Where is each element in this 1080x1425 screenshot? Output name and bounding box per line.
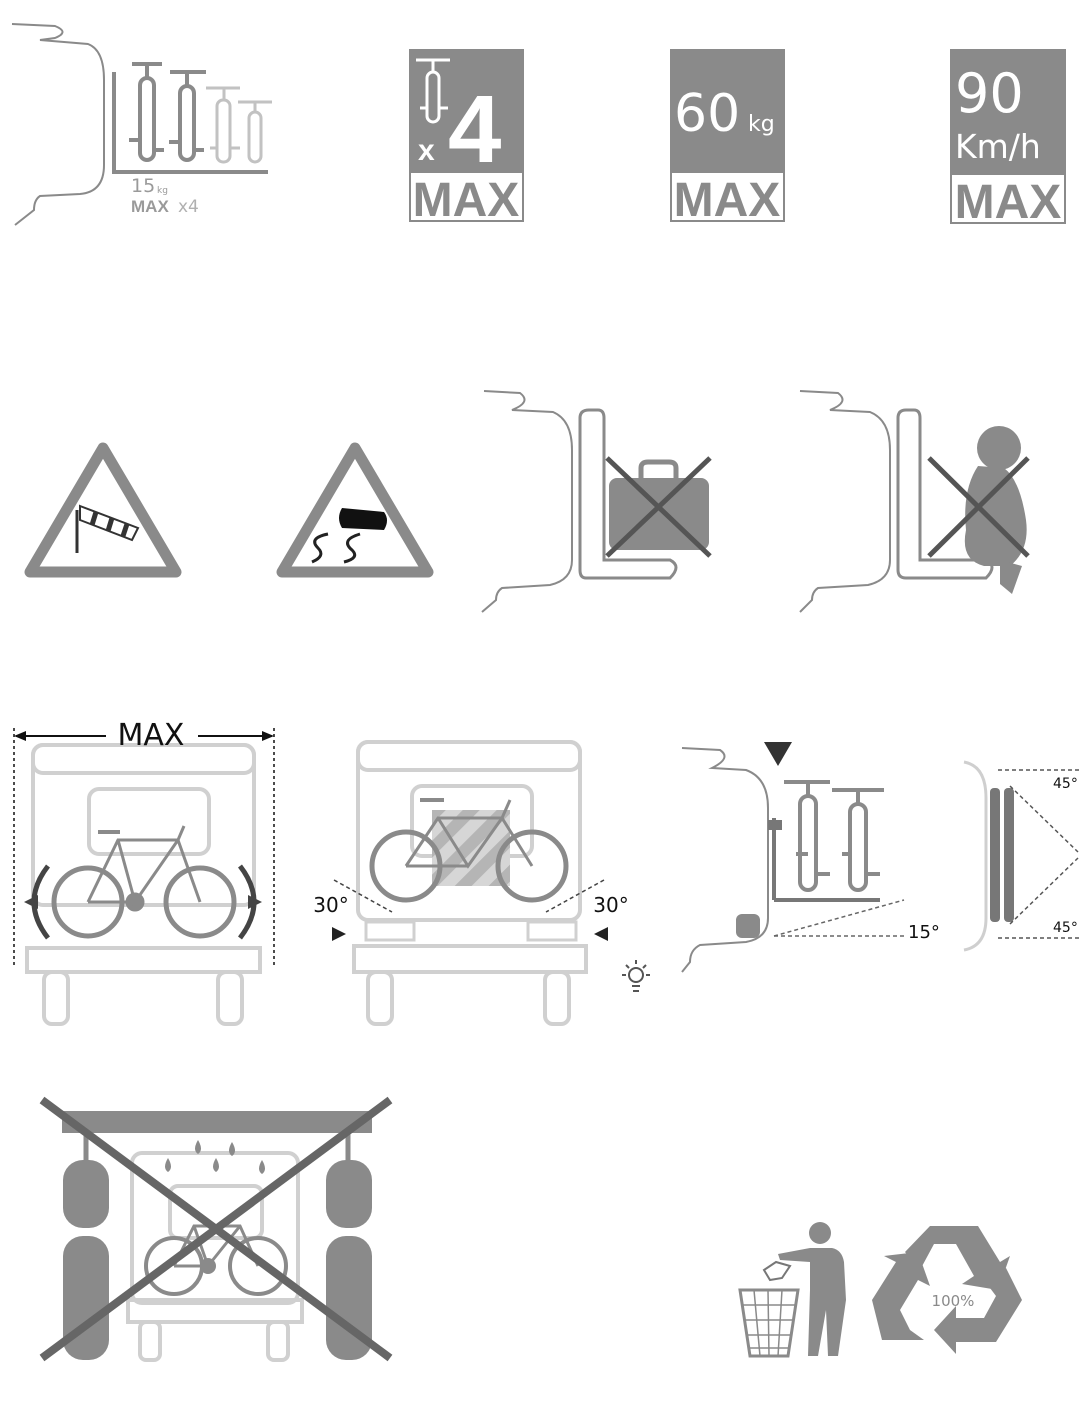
lightbulb-icon bbox=[622, 960, 650, 992]
per-bike-max-label: MAX bbox=[131, 197, 169, 216]
bikes-multiplier: x bbox=[418, 134, 435, 167]
max-speed-badge: 90 Km/h MAX bbox=[950, 49, 1066, 229]
bike-icon bbox=[832, 788, 884, 892]
bike-icon bbox=[784, 780, 830, 892]
bike-icon bbox=[369, 798, 569, 903]
fold-angle-bottom-label: 45° bbox=[1053, 920, 1078, 936]
max-bikes-badge: x 4 MAX bbox=[409, 49, 524, 227]
load-max-value: 60 bbox=[674, 84, 740, 144]
water-drops bbox=[165, 1140, 265, 1174]
no-child-icon bbox=[799, 390, 1030, 613]
angle-right-label: 30° bbox=[593, 893, 628, 917]
max-width-label: MAX bbox=[118, 718, 185, 753]
dispose-bin-icon bbox=[738, 1222, 846, 1358]
angle-left-label: 30° bbox=[313, 893, 348, 917]
slippery-road-warning-icon bbox=[276, 442, 434, 578]
fold-angle-top-label: 45° bbox=[1053, 776, 1078, 792]
lights-visibility-diagram: 30° 30° bbox=[313, 740, 650, 1026]
fold-angle-diagram: 45° 45° bbox=[963, 760, 1080, 952]
bike-icon bbox=[238, 100, 272, 164]
speed-max-value: 90 bbox=[955, 62, 1024, 125]
bike-icon bbox=[51, 825, 237, 939]
speed-max-unit: Km/h bbox=[955, 127, 1041, 166]
recycle-icon: 100% bbox=[872, 1226, 1022, 1354]
side-tilt-diagram: 15° bbox=[681, 742, 940, 973]
max-width-diagram: MAX bbox=[13, 718, 275, 1026]
crosswind-warning-icon bbox=[24, 442, 182, 578]
rack-capacity-icon: 15 kg MAX x4 bbox=[11, 23, 272, 226]
bike-count-label: x4 bbox=[178, 197, 199, 217]
per-bike-weight-unit: kg bbox=[157, 186, 168, 196]
speed-max-label: MAX bbox=[955, 176, 1062, 229]
bike-icon bbox=[206, 86, 240, 164]
bikes-max-label: MAX bbox=[413, 174, 520, 227]
per-bike-weight: 15 bbox=[131, 175, 155, 197]
bike-icon bbox=[416, 58, 450, 124]
recycle-percent-label: 100% bbox=[932, 1292, 975, 1310]
load-max-label: MAX bbox=[674, 174, 781, 227]
bike-icon bbox=[169, 70, 206, 162]
no-car-wash-icon bbox=[39, 1096, 393, 1362]
bikes-max-value: 4 bbox=[448, 76, 501, 183]
load-max-unit: kg bbox=[748, 112, 775, 137]
no-luggage-icon bbox=[481, 390, 712, 613]
max-load-badge: 60 kg MAX bbox=[670, 49, 785, 227]
tilt-angle-label: 15° bbox=[908, 922, 940, 943]
bike-icon bbox=[129, 62, 164, 162]
